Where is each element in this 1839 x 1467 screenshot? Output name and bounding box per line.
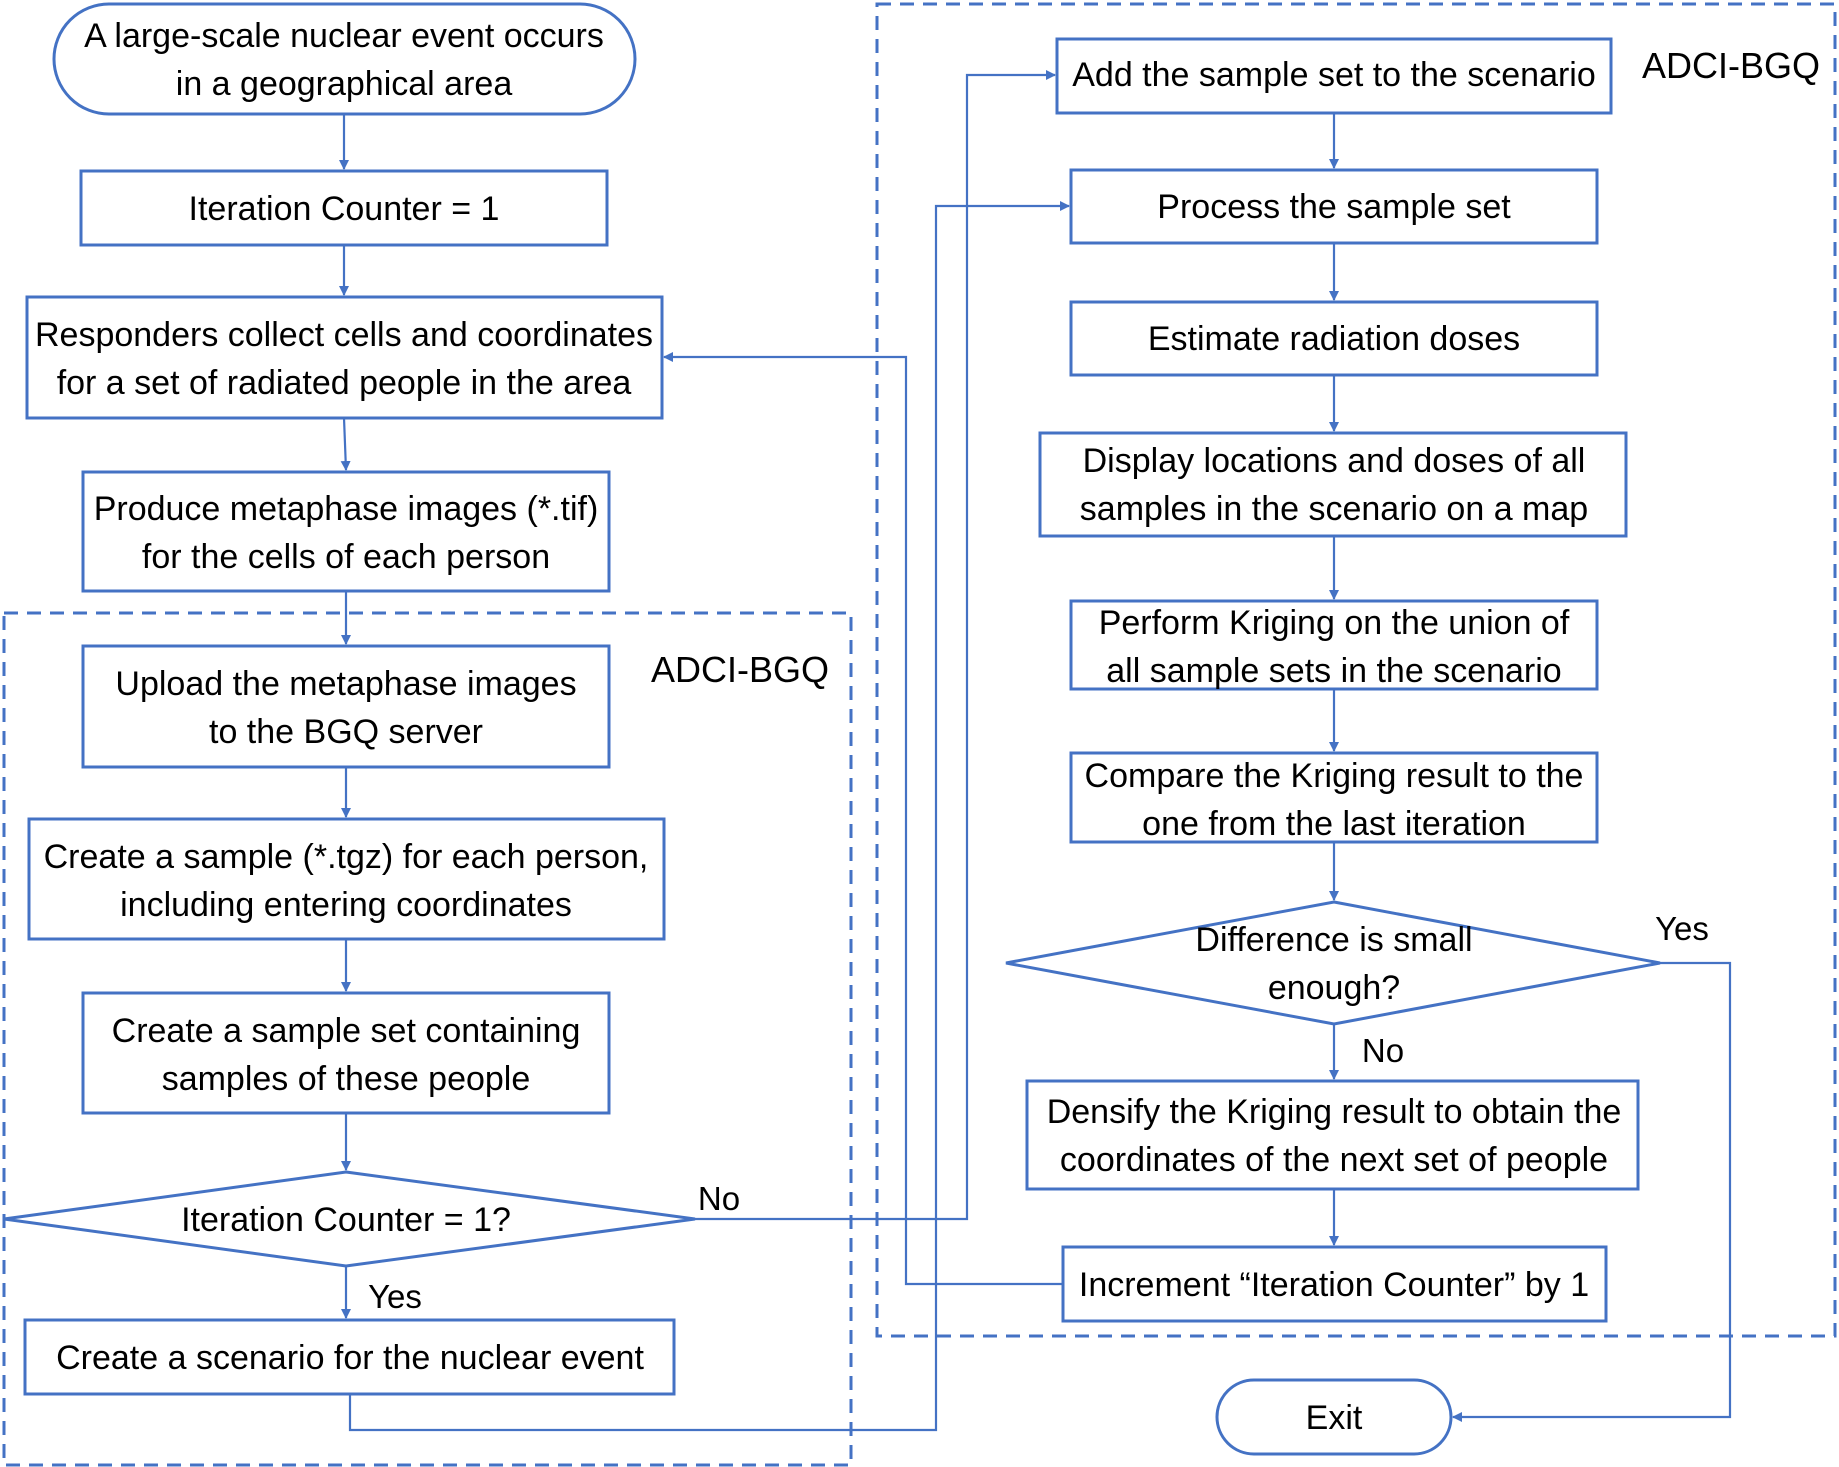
difference-label-line1: Difference is small <box>1195 921 1472 959</box>
create-sample-label-line2: including entering coordinates <box>120 886 572 924</box>
process-label: Process the sample set <box>1157 188 1511 226</box>
densify-node <box>1025 1079 1640 1191</box>
kriging-node <box>1069 599 1599 691</box>
compare-label-line2: one from the last iteration <box>1142 805 1526 843</box>
edge-collect-to-produce <box>340 417 351 471</box>
create-sample-label-line1: Create a sample (*.tgz) for each person, <box>44 838 649 876</box>
create-set-node <box>81 991 611 1115</box>
adci-bgq-left-group <box>2 611 853 1467</box>
edge-scenario-to-process <box>348 201 1070 1432</box>
display-label-line1: Display locations and doses of all <box>1083 442 1586 480</box>
increment-label: Increment “Iteration Counter” by 1 <box>1079 1266 1589 1304</box>
upload-node <box>81 644 611 769</box>
compare-label-line1: Compare the Kriging result to the <box>1085 757 1584 795</box>
create-set-label-line2: samples of these people <box>162 1060 531 1098</box>
edge-label-check-no: No <box>698 1180 740 1217</box>
increment-node <box>1061 1245 1608 1323</box>
collect-label-line2: for a set of radiated people in the area <box>57 364 632 402</box>
counter-init-node <box>79 169 609 247</box>
counter-init-label: Iteration Counter = 1 <box>189 190 500 228</box>
edge-check-no-to-add-set <box>695 70 1056 1221</box>
collect-label-line1: Responders collect cells and coordinates <box>35 316 653 354</box>
densify-label-line1: Densify the Kriging result to obtain the <box>1047 1093 1622 1131</box>
produce-node <box>81 470 611 593</box>
edge-label-difference-no: No <box>1362 1032 1404 1069</box>
add-set-node <box>1055 37 1613 115</box>
create-set-label-line1: Create a sample set containing <box>112 1012 581 1050</box>
create-scenario-label: Create a scenario for the nuclear event <box>56 1339 644 1377</box>
produce-label-line1: Produce metaphase images (*.tif) <box>94 490 599 528</box>
adci-bgq-right-label: ADCI-BGQ <box>1642 45 1820 86</box>
display-node <box>1038 431 1628 538</box>
estimate-label: Estimate radiation doses <box>1148 320 1520 358</box>
exit-node <box>1215 1378 1453 1456</box>
process-node <box>1069 168 1599 245</box>
kriging-label-line1: Perform Kriging on the union of <box>1099 604 1570 642</box>
produce-label-line2: for the cells of each person <box>142 538 550 576</box>
upload-label-line2: to the BGQ server <box>209 713 483 751</box>
edge-label-check-yes: Yes <box>368 1278 422 1315</box>
exit-label: Exit <box>1306 1399 1363 1437</box>
upload-label-line1: Upload the metaphase images <box>115 665 576 703</box>
edge-difference-yes-to-exit <box>1452 961 1732 1422</box>
start-label-line2: in a geographical area <box>176 65 513 103</box>
edge-increment-to-collect <box>663 352 1063 1286</box>
create-sample-node <box>27 817 666 941</box>
edge-label-difference-yes: Yes <box>1655 910 1709 947</box>
kriging-label-line2: all sample sets in the scenario <box>1106 652 1561 690</box>
densify-label-line2: coordinates of the next set of people <box>1060 1141 1608 1179</box>
create-scenario-node <box>23 1318 676 1396</box>
start-label-line1: A large-scale nuclear event occurs <box>84 17 604 55</box>
counter-check-label: Iteration Counter = 1? <box>181 1201 511 1239</box>
adci-bgq-right-group <box>875 2 1837 1338</box>
display-label-line2: samples in the scenario on a map <box>1080 490 1588 528</box>
difference-label-line2: enough? <box>1268 969 1400 1007</box>
adci-bgq-left-label: ADCI-BGQ <box>651 649 829 690</box>
add-set-label: Add the sample set to the scenario <box>1072 56 1596 94</box>
compare-node <box>1069 751 1599 844</box>
